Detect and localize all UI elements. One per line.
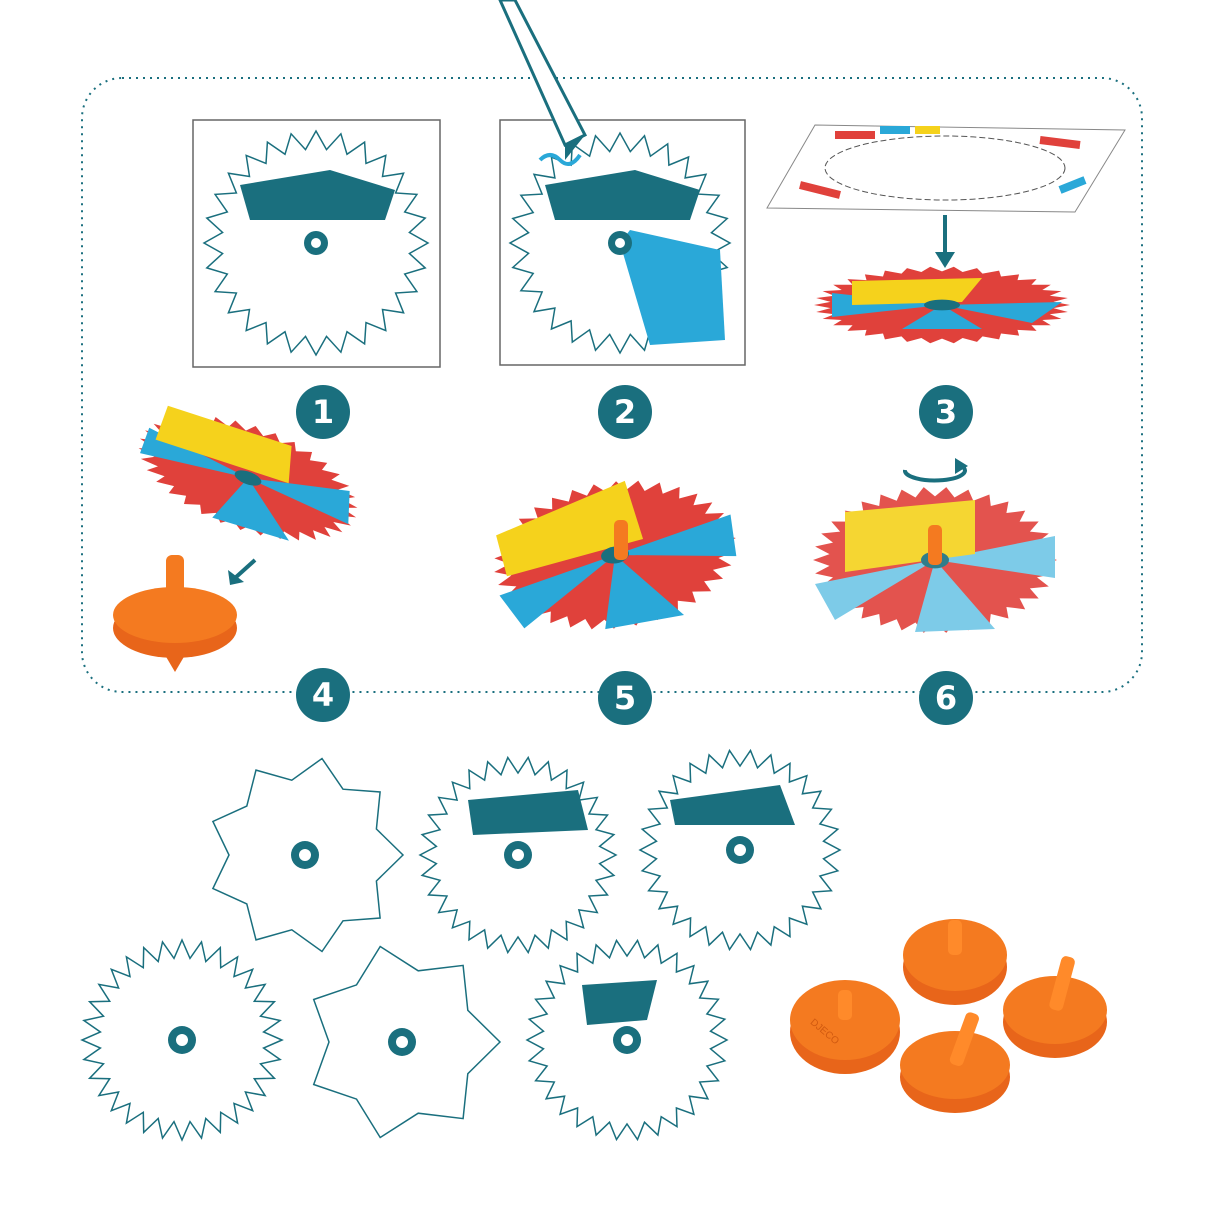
step-3-transfer [766, 124, 1126, 344]
spinning-top [900, 1012, 1010, 1113]
spinning-top [903, 919, 1007, 1005]
spinning-top [1003, 956, 1107, 1058]
arrow-icon [228, 570, 244, 585]
step-badge-4: 4 [296, 668, 350, 722]
template-disc [211, 757, 405, 953]
step-4-disc [138, 405, 358, 585]
spinning-top: DJECO [790, 980, 900, 1074]
step-2-sheet [499, 119, 746, 366]
spinning-top-step-4 [113, 555, 237, 672]
template-disc [418, 755, 618, 955]
step-badge-5: 5 [598, 671, 652, 725]
spinning-tops: DJECO [790, 919, 1107, 1113]
blank-disc-templates [80, 748, 842, 1142]
marker-pen-icon [498, 0, 588, 166]
template-disc [312, 945, 502, 1139]
step-badge-3: 3 [919, 385, 973, 439]
template-disc [80, 938, 284, 1142]
step-6-spinning-top [813, 458, 1057, 633]
step-badge-6: 6 [919, 671, 973, 725]
rotate-arrow-icon [903, 463, 967, 483]
step-badge-1: 1 [296, 385, 350, 439]
arrow-down-icon [935, 252, 955, 268]
template-disc [525, 938, 729, 1142]
step-badge-2: 2 [598, 385, 652, 439]
step-1-sheet [192, 119, 441, 368]
template-disc [638, 748, 842, 952]
step-5-assembled-top [494, 480, 737, 630]
